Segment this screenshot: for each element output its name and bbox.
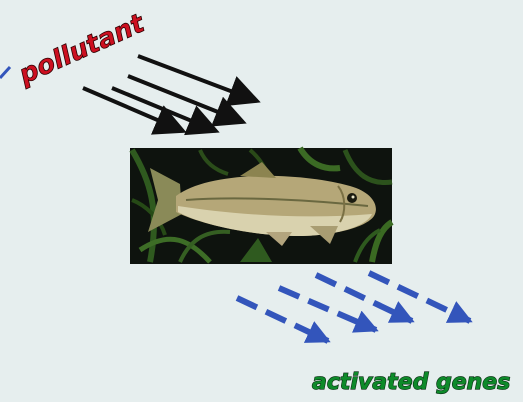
activated-genes-label: activated genes <box>312 370 510 395</box>
gene-arrow-3 <box>316 275 412 321</box>
edge-arrow-fragment <box>0 67 10 78</box>
fish-photo <box>130 148 392 264</box>
gene-arrows <box>237 273 470 341</box>
gene-arrow-4 <box>369 273 470 321</box>
pollutant-arrows <box>83 56 257 131</box>
pollutant-arrow-1 <box>138 56 257 101</box>
